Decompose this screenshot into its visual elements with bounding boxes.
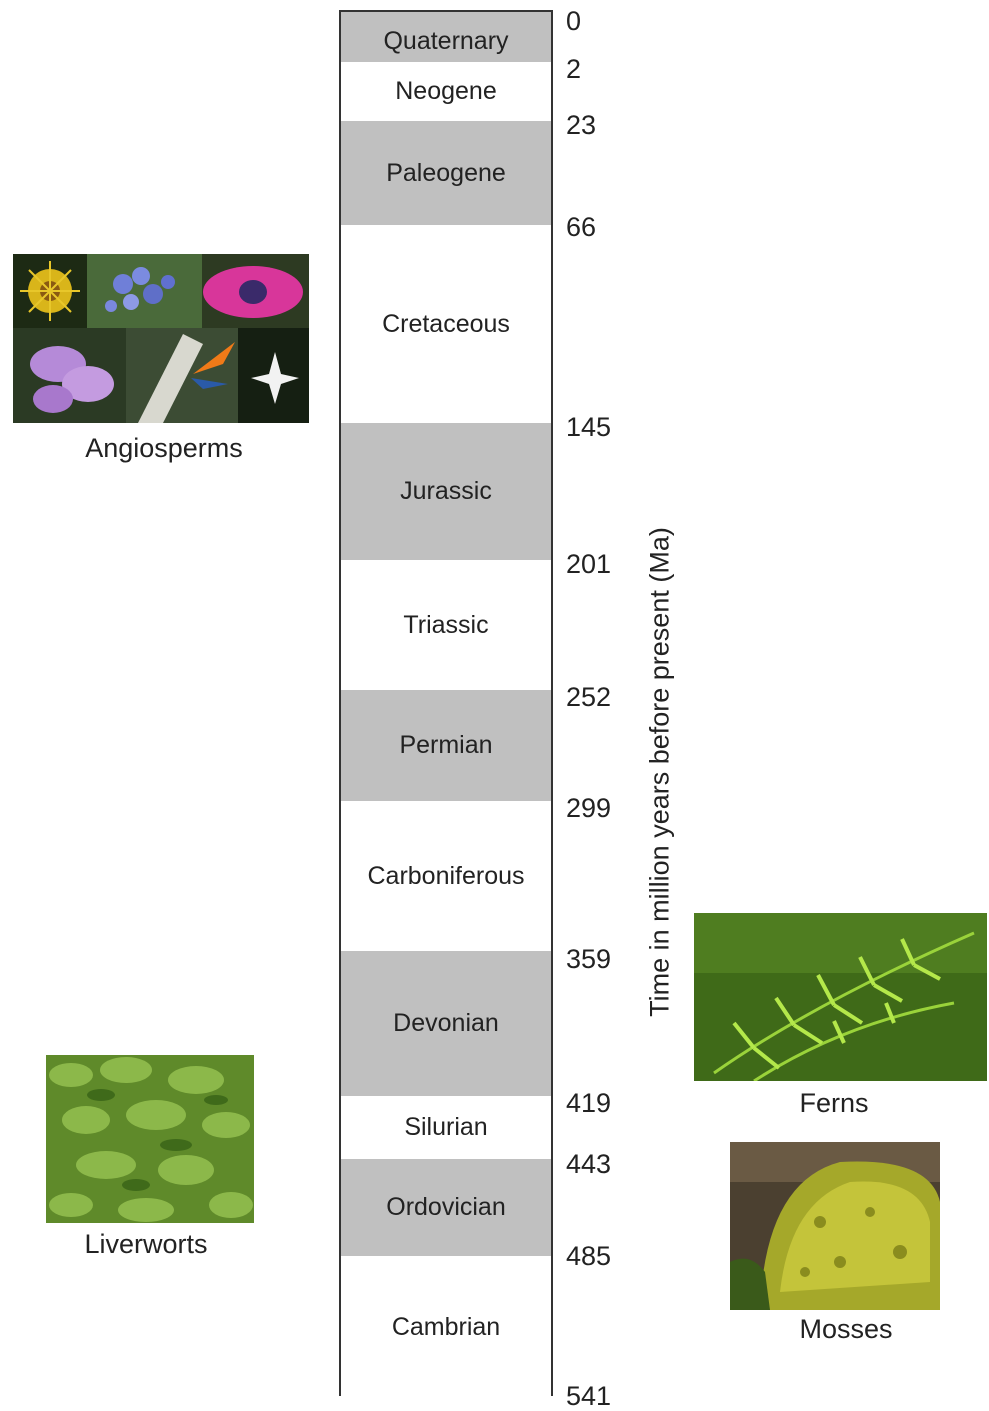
time-tick-359: 359 xyxy=(566,946,611,973)
period-jurassic: Jurassic xyxy=(341,423,551,560)
ferns-photo xyxy=(694,913,987,1081)
period-label: Permian xyxy=(399,731,492,760)
period-devonian: Devonian xyxy=(341,951,551,1096)
angiosperms-label: Angiosperms xyxy=(64,433,264,464)
period-label: Jurassic xyxy=(400,477,492,506)
period-neogene: Neogene xyxy=(341,62,551,121)
angiosperms-photo xyxy=(13,254,309,423)
geologic-time-column: QuaternaryNeogenePaleogeneCretaceousJura… xyxy=(339,10,553,1396)
time-tick-23: 23 xyxy=(566,112,596,139)
period-permian: Permian xyxy=(341,690,551,801)
liverworts-photo xyxy=(46,1055,254,1223)
period-ordovician: Ordovician xyxy=(341,1159,551,1256)
period-label: Cambrian xyxy=(392,1313,500,1342)
period-cambrian: Cambrian xyxy=(341,1256,551,1398)
time-tick-2: 2 xyxy=(566,56,581,83)
period-label: Cretaceous xyxy=(382,310,510,339)
period-label: Quaternary xyxy=(383,27,508,56)
period-cretaceous: Cretaceous xyxy=(341,225,551,423)
time-tick-201: 201 xyxy=(566,551,611,578)
time-tick-66: 66 xyxy=(566,214,596,241)
period-label: Neogene xyxy=(395,77,496,106)
ferns-label: Ferns xyxy=(734,1088,934,1119)
period-carboniferous: Carboniferous xyxy=(341,801,551,951)
time-tick-252: 252 xyxy=(566,684,611,711)
time-tick-443: 443 xyxy=(566,1151,611,1178)
time-tick-541: 541 xyxy=(566,1383,611,1410)
axis-title-text: Time in million years before present (Ma… xyxy=(645,527,676,1017)
period-label: Carboniferous xyxy=(367,862,524,891)
time-tick-299: 299 xyxy=(566,795,611,822)
period-triassic: Triassic xyxy=(341,560,551,690)
time-tick-419: 419 xyxy=(566,1090,611,1117)
period-label: Silurian xyxy=(404,1113,487,1142)
period-label: Paleogene xyxy=(386,159,506,188)
mosses-label: Mosses xyxy=(746,1314,946,1345)
period-label: Devonian xyxy=(393,1009,499,1038)
period-quaternary: Quaternary xyxy=(341,12,551,62)
period-label: Ordovician xyxy=(386,1193,506,1222)
period-label: Triassic xyxy=(403,611,488,640)
mosses-photo xyxy=(730,1142,940,1310)
time-tick-0: 0 xyxy=(566,8,581,35)
period-silurian: Silurian xyxy=(341,1096,551,1159)
time-tick-485: 485 xyxy=(566,1243,611,1270)
time-tick-145: 145 xyxy=(566,414,611,441)
liverworts-label: Liverworts xyxy=(46,1229,246,1260)
period-paleogene: Paleogene xyxy=(341,121,551,225)
